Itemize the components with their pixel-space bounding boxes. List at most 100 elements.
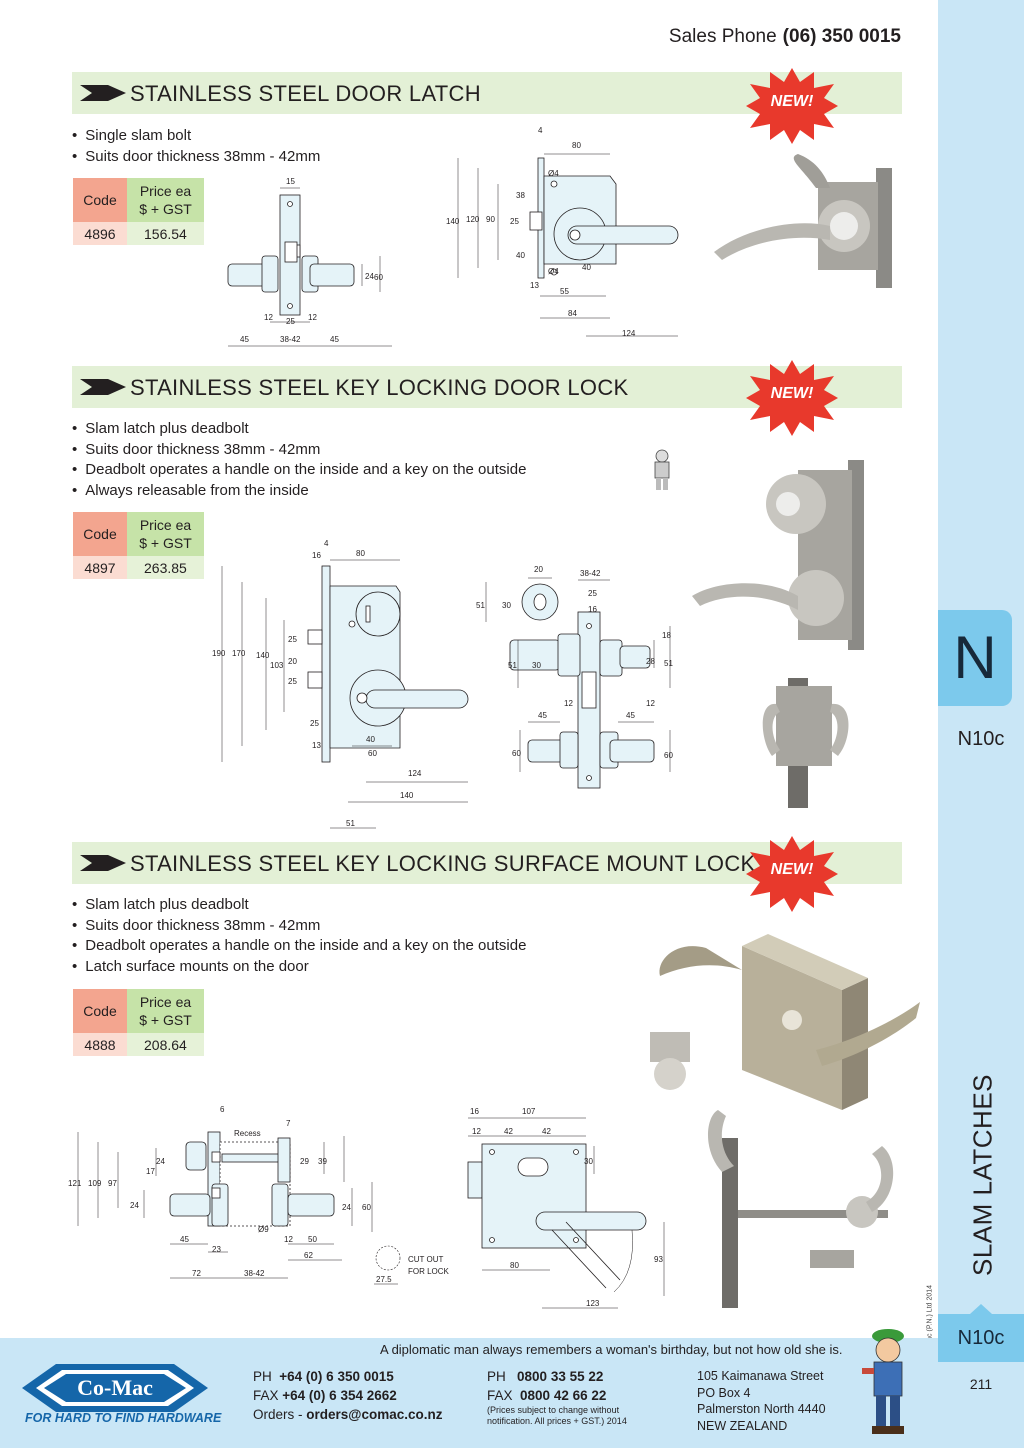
list-item: Single slam bolt: [72, 126, 320, 147]
dim-label: 45: [538, 711, 547, 720]
dim-label: 50: [308, 1235, 317, 1244]
product-price: 156.54: [127, 222, 204, 245]
dim-label: 27.5: [376, 1275, 392, 1284]
code-header: Code: [73, 512, 127, 556]
orders-email[interactable]: orders@comac.co.nz: [306, 1407, 443, 1422]
dim-label: 62: [304, 1251, 313, 1260]
dim-label: 42: [504, 1127, 513, 1136]
dim-label: 20: [288, 657, 297, 666]
freephone-number: 0800 33 55 22: [517, 1369, 604, 1384]
dim-label: 12: [472, 1127, 481, 1136]
sales-phone-number: (06) 350 0015: [782, 26, 901, 47]
list-item: Always releasable from the inside: [72, 481, 526, 502]
dim-label: 18: [662, 631, 671, 640]
dim-label: 25: [510, 217, 519, 226]
section-title: STAINLESS STEEL KEY LOCKING DOOR LOCK: [130, 375, 629, 400]
phone-number: +64 (0) 6 350 0015: [279, 1369, 394, 1384]
door-lock-front-drawing: 20 38-42 25 16 51 30 51 30 18 28 51 45 1…: [476, 565, 673, 789]
dim-label: 6: [220, 1105, 225, 1114]
surface-lock-front-drawing: 6 Recess 7 121 109 97 24 17 24 29 39 24 …: [68, 1105, 450, 1285]
section-code: N10c: [957, 728, 1005, 750]
dim-label: 103: [270, 661, 284, 670]
dim-label: 30: [584, 1157, 593, 1166]
footer-quote: A diplomatic man always remembers a woma…: [380, 1342, 843, 1357]
latch-front-drawing: 15 24 60 12 25 12 45 38-42 45: [227, 177, 392, 347]
price-table: Code Price ea$ + GST 4897 263.85: [73, 512, 204, 579]
dim-label: 42: [542, 1127, 551, 1136]
postal-address: 105 Kaimanawa Street PO Box 4 Palmerston…: [697, 1369, 826, 1433]
dim-label: 25: [286, 317, 295, 326]
dim-label: 40: [582, 263, 591, 272]
price-header: Price ea$ + GST: [127, 512, 204, 556]
dim-label: 16: [588, 605, 597, 614]
freefax-number: 0800 42 66 22: [520, 1388, 607, 1403]
dim-label: 170: [232, 649, 246, 658]
dim-label: 24: [130, 1201, 139, 1210]
dim-label: 60: [374, 273, 383, 282]
dim-label: 12: [308, 313, 317, 322]
dim-label: 40: [516, 251, 525, 260]
dim-label: 90: [486, 215, 495, 224]
dim-label: 38-42: [280, 335, 301, 344]
key-locking-door-lock-photo: [692, 460, 864, 808]
dim-label: 60: [368, 749, 377, 758]
dim-label: 23: [212, 1245, 221, 1254]
latch-side-drawing: 4 80 140 120 90 38 25 40 Ø4 Ø4 40 13 55 …: [446, 126, 679, 338]
dim-label: Ø4: [548, 267, 559, 276]
dim-label: 17: [146, 1167, 155, 1176]
price-table: Code Price ea$ + GST 4888 208.64: [73, 989, 204, 1056]
dim-label: 72: [192, 1269, 201, 1278]
dim-label: 25: [310, 719, 319, 728]
mascot-icon: [654, 449, 670, 490]
dim-label: 13: [530, 281, 539, 290]
list-item: Deadbolt operates a handle on the inside…: [72, 936, 526, 957]
dim-label: 60: [512, 749, 521, 758]
fax-number: +64 (0) 6 354 2662: [282, 1388, 397, 1403]
dim-label: 60: [664, 751, 673, 760]
page-number: 211: [969, 1376, 993, 1392]
dim-label: 93: [654, 1255, 663, 1264]
comac-logo: Co-Mac: [22, 1364, 208, 1412]
section-title: STAINLESS STEEL KEY LOCKING SURFACE MOUN…: [130, 851, 756, 876]
dim-label: CUT OUT: [408, 1255, 444, 1264]
list-item: Deadbolt operates a handle on the inside…: [72, 460, 526, 481]
section-title: STAINLESS STEEL DOOR LATCH: [130, 81, 481, 106]
dim-label: 38: [516, 191, 525, 200]
cutout-circle: [375, 1245, 401, 1271]
mascot-icon: [862, 1329, 904, 1434]
dim-label: 51: [508, 661, 517, 670]
dim-label: 80: [510, 1261, 519, 1270]
dim-label: 38-42: [580, 569, 601, 578]
dim-label: 4: [538, 126, 543, 135]
dim-label: 80: [572, 141, 581, 150]
dim-label: 107: [522, 1107, 536, 1116]
dim-label: 29: [300, 1157, 309, 1166]
new-badge: NEW!: [746, 836, 838, 912]
section-code-bottom-tab: N10c: [938, 1304, 1024, 1362]
dim-label: 16: [470, 1107, 479, 1116]
dim-label: 120: [466, 215, 480, 224]
dim-label: 124: [408, 769, 422, 778]
dim-label: 190: [212, 649, 226, 658]
dim-label: 16: [312, 551, 321, 560]
dim-label: 40: [366, 735, 375, 744]
dim-label: 123: [586, 1299, 600, 1308]
price-table: Code Price ea$ + GST 4896 156.54: [73, 178, 204, 245]
dim-label: 25: [588, 589, 597, 598]
contact-block: PH +64 (0) 6 350 0015 FAX +64 (0) 6 354 …: [253, 1369, 443, 1422]
dim-label: Recess: [234, 1129, 261, 1138]
dim-label: 121: [68, 1179, 82, 1188]
right-sidebar: [938, 0, 1024, 1448]
code-header: Code: [73, 178, 127, 222]
dim-label: 140: [256, 651, 270, 660]
dim-label: 55: [560, 287, 569, 296]
product-price: 208.64: [127, 1033, 204, 1056]
arrow-icon: [80, 85, 126, 101]
dim-label: 140: [446, 217, 460, 226]
new-badge: NEW!: [746, 360, 838, 436]
arrow-icon: [80, 855, 126, 871]
dim-label: 13: [312, 741, 321, 750]
dim-label: FOR LOCK: [408, 1267, 450, 1276]
dim-label: 84: [568, 309, 577, 318]
